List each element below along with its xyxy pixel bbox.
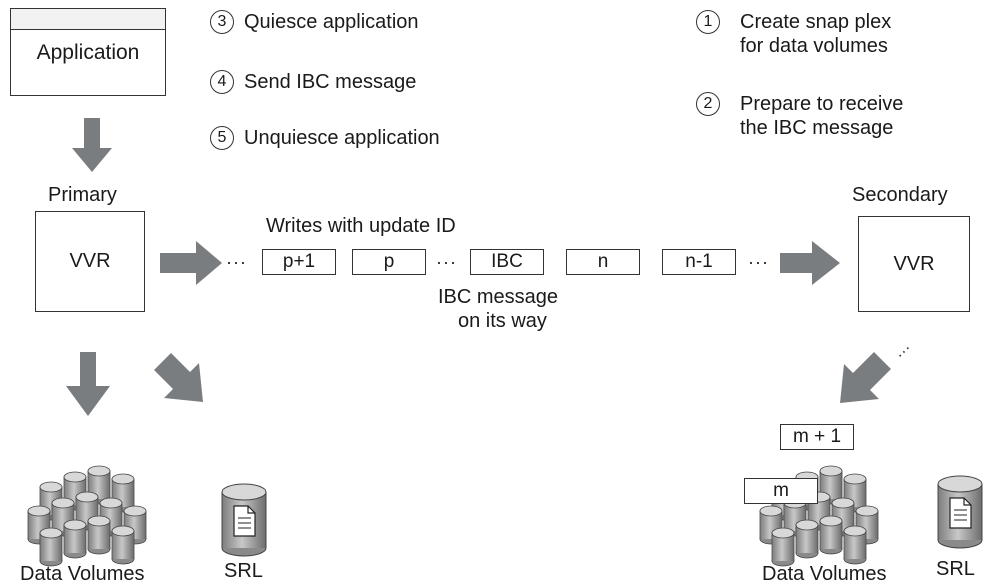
update-n: n [566, 249, 640, 275]
primary-title: Primary [48, 184, 117, 206]
step-1-number: 1 [696, 10, 720, 34]
primary-vvr-label: VVR [69, 250, 111, 272]
ibc-note-line2: on its way [458, 310, 547, 332]
update-p: p [352, 249, 426, 275]
srl-primary-icon [221, 483, 267, 557]
step-5-number: 5 [210, 126, 234, 150]
secondary-title: Secondary [852, 184, 948, 206]
step-4-number: 4 [210, 70, 234, 94]
secondary-vvr-box: VVR [858, 216, 970, 312]
update-p-plus-1: p+1 [262, 249, 336, 275]
arrow-primary-to-data-volumes [66, 352, 110, 416]
arrow-app-to-primary [72, 118, 112, 172]
writes-caption: Writes with update ID [266, 215, 456, 237]
step-5-text: Unquiesce application [244, 127, 440, 149]
ibc-note-line1: IBC message [438, 286, 559, 308]
application-box-header [11, 9, 165, 30]
application-box: Application [10, 8, 166, 96]
update-n-label: n [597, 251, 609, 272]
srl-secondary-icon [937, 475, 983, 549]
secondary-vvr-label: VVR [893, 252, 935, 275]
update-m-plus-1-label: m + 1 [792, 426, 842, 447]
update-m-label: m [773, 480, 789, 501]
arrow-secondary-to-updates [840, 352, 891, 403]
step-3-number: 3 [210, 10, 234, 34]
update-n-minus-1-label: n-1 [685, 251, 713, 272]
writes-ellipsis-right: ··· [748, 252, 769, 272]
srl-primary-label: SRL [224, 560, 263, 582]
step-2-number: 2 [696, 92, 720, 116]
update-m: m [744, 478, 818, 504]
update-ibc: IBC [470, 249, 544, 275]
step-1-text-line1: Create snap plex [740, 11, 892, 33]
srl-secondary-label: SRL [936, 558, 975, 580]
step-2-text-line2: the IBC message [740, 117, 894, 139]
step-4-text: Send IBC message [244, 71, 417, 93]
arrow-writes-to-secondary [780, 241, 840, 285]
primary-vvr-box: VVR [35, 211, 145, 312]
update-n-minus-1: n-1 [662, 249, 736, 275]
step-2-text-line1: Prepare to receive [740, 93, 904, 115]
writes-ellipsis-left: ··· [226, 252, 247, 272]
step-3-text: Quiesce application [244, 11, 419, 33]
application-label: Application [36, 41, 140, 64]
data-volumes-secondary-label: Data Volumes [762, 563, 887, 585]
update-m-plus-1: m + 1 [780, 424, 854, 450]
secondary-trailing-dots: ··· [892, 340, 915, 363]
data-volumes-primary-icon [27, 465, 147, 567]
update-ibc-label: IBC [491, 251, 523, 272]
update-p-label: p [383, 251, 395, 272]
arrow-primary-to-srl [154, 353, 203, 402]
arrow-primary-to-writes [160, 241, 222, 285]
data-volumes-primary-label: Data Volumes [20, 563, 145, 585]
update-p-plus-1-label: p+1 [282, 251, 316, 272]
writes-ellipsis-middle: ··· [436, 252, 457, 272]
step-1-text-line2: for data volumes [740, 35, 888, 57]
